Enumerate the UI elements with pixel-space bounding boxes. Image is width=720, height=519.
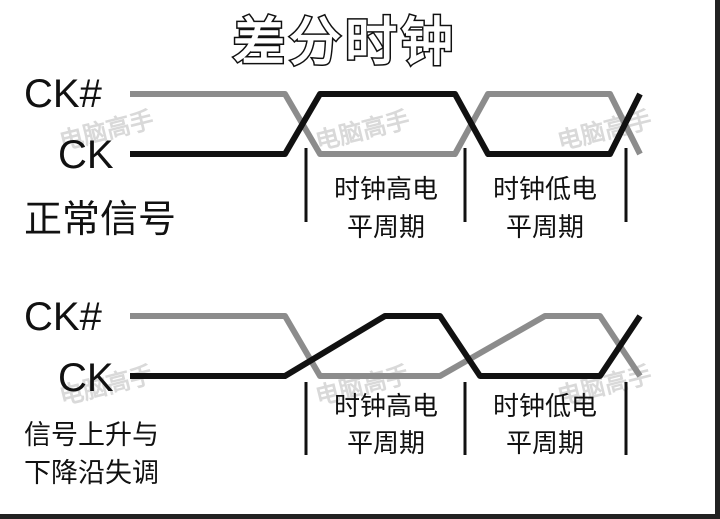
ck-hash-label: CK# bbox=[24, 72, 103, 116]
ck-hash-waveform bbox=[130, 91, 643, 157]
low-period-label-line1: 时钟低电 bbox=[493, 392, 597, 422]
ck-waveform bbox=[130, 313, 643, 379]
panel-normal: CK# CK 正常信号 时钟高电 平周期 时钟低电 平周期 bbox=[24, 72, 643, 243]
panel-skew: CK# CK 信号上升与 下降沿失调 时钟高电 平周期 时钟低电 平周期 bbox=[24, 295, 643, 489]
ck-hash-label: CK# bbox=[24, 295, 103, 339]
panel-caption-line2: 下降沿失调 bbox=[24, 458, 159, 489]
low-period-label-line2: 平周期 bbox=[506, 213, 584, 243]
panel-caption: 正常信号 bbox=[24, 197, 176, 241]
high-period-label-line2: 平周期 bbox=[347, 213, 425, 243]
ck-hash-waveform bbox=[130, 313, 643, 379]
low-period-label-line2: 平周期 bbox=[506, 429, 584, 459]
low-period-label-line1: 时钟低电 bbox=[493, 175, 597, 205]
panel-caption-line1: 信号上升与 bbox=[24, 420, 159, 451]
high-period-label-line2: 平周期 bbox=[347, 429, 425, 459]
watermark-group: 电脑高手 电脑高手 电脑高手 电脑高手 电脑高手 电脑高手 bbox=[56, 104, 654, 410]
ck-label: CK bbox=[58, 133, 114, 177]
high-period-label-line1: 时钟高电 bbox=[334, 392, 438, 422]
ck-label: CK bbox=[58, 356, 114, 400]
watermark-text: 电脑高手 bbox=[312, 104, 412, 155]
ck-waveform bbox=[130, 91, 643, 157]
high-period-label-line1: 时钟高电 bbox=[334, 175, 438, 205]
diagram-title: 差分时钟 bbox=[233, 13, 457, 73]
